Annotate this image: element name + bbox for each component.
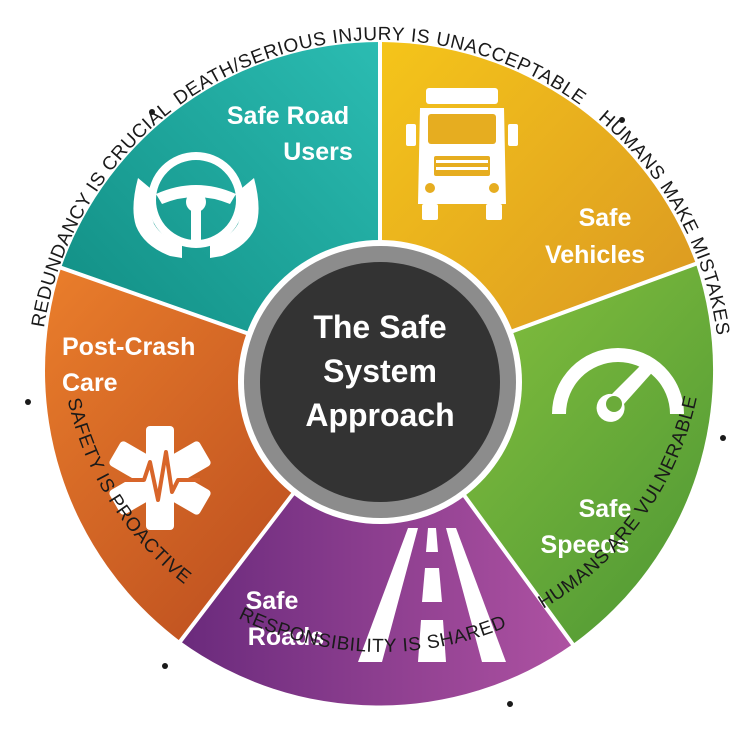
- speedometer-icon: [552, 348, 684, 422]
- label-safe-speeds-1: Safe: [579, 495, 632, 523]
- label-safe-vehicles-1: Safe: [579, 204, 632, 232]
- label-post-crash-care-1: Post-Crash: [62, 333, 195, 361]
- label-safe-roads-1: Safe: [246, 587, 299, 615]
- label-safe-road-users-2: Users: [283, 138, 353, 166]
- principle-separator-dots: [25, 109, 726, 707]
- truck-icon: [406, 88, 518, 220]
- label-safe-roads-2: Roads: [248, 623, 324, 651]
- medical-star-icon: [109, 426, 211, 530]
- label-safe-speeds-2: Speeds: [541, 531, 630, 559]
- hub-dark-core: [260, 262, 500, 502]
- center-title-line3: Approach: [305, 397, 454, 433]
- road-icon: [358, 528, 506, 662]
- label-safe-road-users-1: Safe Road: [227, 102, 349, 130]
- label-post-crash-care-2: Care: [62, 369, 118, 397]
- center-title-line1: The Safe: [313, 309, 446, 345]
- label-safe-vehicles-2: Vehicles: [545, 241, 645, 269]
- center-title-line2: System: [323, 353, 437, 389]
- hands-steering-wheel-icon: [133, 152, 259, 258]
